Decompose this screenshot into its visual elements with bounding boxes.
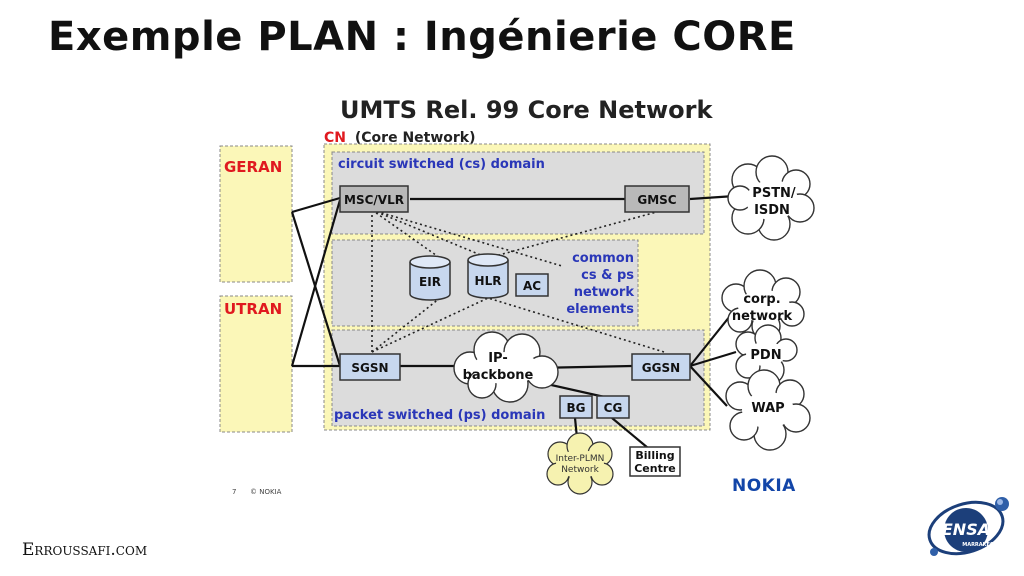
ip-backbone-label-1: IP- — [488, 351, 508, 366]
cn-label-rest: (Core Network) — [355, 130, 476, 146]
msc-vlr-node — [339, 185, 409, 213]
cg-node — [596, 395, 630, 419]
bg-node — [559, 395, 593, 419]
hlr-label: HLR — [475, 274, 502, 288]
common-label-3: network — [574, 285, 635, 300]
source-page-number: 7 — [232, 488, 236, 496]
billing-label-1: Billing — [635, 449, 674, 462]
signalling-lines — [371, 209, 665, 353]
ggsn-label: GGSN — [642, 361, 680, 375]
pstn-label-2: ISDN — [754, 203, 790, 218]
bg-label: BG — [567, 401, 586, 415]
ps-domain-label: packet switched (ps) domain — [334, 408, 545, 423]
utran-label: UTRAN — [224, 300, 282, 318]
eir-database-icon — [409, 255, 451, 301]
pdn-label: PDN — [750, 348, 781, 363]
wap-label: WAP — [751, 401, 784, 416]
slide-title: Exemple PLAN : Ingénierie CORE — [48, 14, 796, 60]
common-label-4: elements — [566, 302, 634, 317]
ip-backbone-label-2: backbone — [463, 368, 534, 383]
ensa-logo-text: ENSA — [942, 520, 990, 539]
gmsc-node — [624, 185, 690, 213]
common-label-2: cs & ps — [581, 268, 634, 283]
sgsn-node — [339, 353, 401, 381]
cn-label: CN (Core Network) — [324, 130, 476, 146]
cg-label: CG — [604, 401, 623, 415]
source-copyright: © NOKIA — [250, 488, 282, 496]
pstn-label-1: PSTN/ — [752, 186, 796, 201]
billing-label-2: Centre — [634, 462, 676, 475]
msc-vlr-label: MSC/VLR — [344, 193, 404, 207]
ac-label: AC — [523, 279, 541, 293]
cs-domain-label: circuit switched (cs) domain — [338, 157, 545, 172]
geran-box — [219, 145, 293, 283]
inter-plmn-label-2: Network — [561, 465, 599, 475]
ensa-logo: ENSA MARRAKECH — [927, 497, 1009, 556]
ensa-logo-sub: MARRAKECH — [962, 542, 998, 548]
ggsn-node — [631, 353, 691, 381]
cn-label-prefix: CN — [324, 130, 346, 146]
corp-label-1: corp. — [743, 292, 780, 307]
ac-node — [515, 273, 549, 297]
diagram-title: UMTS Rel. 99 Core Network — [340, 96, 713, 124]
nokia-logo: NOKIA — [732, 476, 796, 496]
eir-label: EIR — [419, 275, 441, 289]
inter-plmn-label-1: Inter-PLMN — [556, 454, 605, 464]
sgsn-label: SGSN — [351, 361, 388, 375]
hlr-database-icon — [467, 253, 509, 299]
geran-label: GERAN — [224, 158, 282, 176]
billing-centre-box — [629, 446, 681, 477]
corp-label-2: network — [732, 309, 793, 324]
common-label-1: common — [572, 251, 634, 266]
footer-brand: Erroussafi.com — [22, 540, 148, 560]
gmsc-label: GMSC — [637, 193, 676, 207]
